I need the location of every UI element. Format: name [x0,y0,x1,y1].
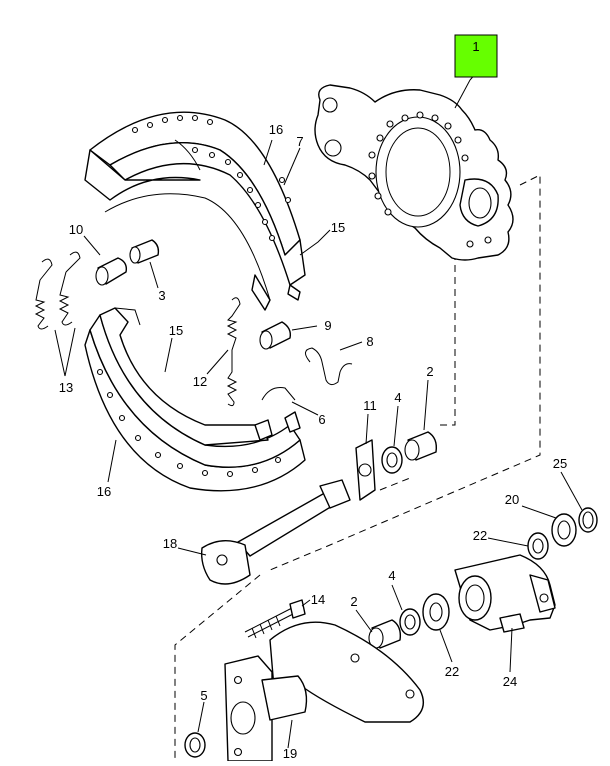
callout-4: 4 [388,568,395,583]
callout-labels: 16 7 15 10 3 9 8 15 12 13 6 11 4 2 16 25… [59,122,567,761]
callout-15: 15 [169,323,183,338]
callout-11: 11 [363,398,377,413]
highlight-box[interactable] [454,34,498,78]
callout-16: 16 [97,484,111,499]
seal-part-4-upper[interactable] [381,446,403,474]
snap-ring-part-25[interactable] [578,507,598,533]
retainer-part-6[interactable] [261,387,296,401]
callout-14: 14 [311,592,325,607]
callout-4: 4 [394,390,401,405]
callout-6: 6 [318,412,325,427]
roller-part-9[interactable] [259,321,292,350]
callout-15: 15 [331,220,345,235]
washer-part-22-upper[interactable] [527,532,549,560]
brake-spider-part[interactable] [314,84,514,261]
callout-13: 13 [59,380,73,395]
callout-8: 8 [366,334,373,349]
lining-rivet-holes-upper [131,114,292,242]
callout-18: 18 [163,536,177,551]
callout-22: 22 [473,528,487,543]
callout-7: 7 [296,134,303,149]
upper-brake-shoe-part[interactable] [84,111,306,311]
highlight-label: 1 [472,39,479,54]
assembly-dashed-lines [174,174,541,761]
callout-10: 10 [69,222,83,237]
callout-2: 2 [350,594,357,609]
callout-20: 20 [505,492,519,507]
lining-rivet-holes-lower [96,368,282,478]
clip-part-8[interactable] [305,347,353,386]
anchor-spring-part-12[interactable] [226,297,241,407]
camshaft-bracket-part-19[interactable] [224,621,424,762]
callout-leader-lines [54,71,583,749]
callout-25: 25 [553,456,567,471]
callout-9: 9 [324,318,331,333]
callout-2: 2 [426,364,433,379]
washer-part-5[interactable] [184,732,206,758]
washer-part-20[interactable] [551,513,577,547]
washer-part-22-lower[interactable] [422,593,450,631]
callout-5: 5 [200,688,207,703]
seal-part-4-lower[interactable] [399,608,421,636]
return-spring-part-13[interactable] [34,251,81,330]
callout-3: 3 [158,288,165,303]
plate-part-11[interactable] [355,439,376,501]
callout-24: 24 [503,674,517,689]
roller-part-3[interactable] [129,239,160,264]
bushing-part-2-upper[interactable] [404,431,438,461]
lower-brake-shoe-part[interactable] [84,307,306,492]
callout-16: 16 [269,122,283,137]
callout-12: 12 [193,374,207,389]
bushing-part-2-lower[interactable] [368,619,402,649]
camshaft-part-18[interactable] [200,479,351,585]
bolt-part-14[interactable] [244,599,306,639]
spider-bolt-holes [368,111,492,248]
slack-adjuster-part-24[interactable] [454,554,556,633]
roller-part-10[interactable] [95,257,128,286]
callout-19: 19 [283,746,297,761]
callout-22: 22 [445,664,459,679]
